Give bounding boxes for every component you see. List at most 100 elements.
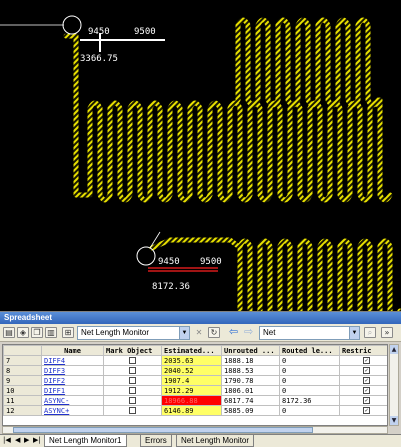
spreadsheet-toolbar: ▤ ◈ ❐ ▥ ⊞ Net Length Monitor ▼ ✕ ↻ ⇦ ⇨ N… (0, 324, 401, 342)
zoom-icon[interactable]: ⌕ (364, 327, 376, 338)
restrict-checkbox[interactable]: ✓ (339, 405, 387, 416)
trace-serpentine-bottom[interactable] (237, 238, 401, 311)
paste-icon[interactable]: ▥ (45, 327, 57, 338)
clear-icon[interactable]: ✕ (195, 328, 203, 337)
column-header[interactable] (3, 345, 42, 356)
scroll-up-icon[interactable]: ▲ (390, 345, 398, 354)
restrict-checkbox[interactable]: ✓ (339, 395, 387, 406)
restrict-checkbox[interactable]: ✓ (339, 385, 387, 396)
dim-start-value: 9450 (88, 27, 110, 37)
trace-serpentine-top[interactable] (235, 17, 381, 108)
trace-left-leader[interactable] (63, 33, 91, 198)
trace-bottom-leader[interactable] (149, 237, 241, 251)
column-header[interactable]: Restric (339, 345, 387, 356)
vertical-scrollbar[interactable]: ▲ ▼ (389, 344, 399, 426)
checkbox-icon[interactable]: ✓ (363, 367, 370, 374)
column-header[interactable]: Routed le... (279, 345, 340, 356)
net-name-link[interactable]: DIFF3 (41, 365, 104, 376)
checkbox-icon[interactable] (129, 407, 136, 414)
checkbox-icon[interactable] (129, 357, 136, 364)
row-number: 12 (3, 405, 42, 416)
net-name-link[interactable]: DIFF4 (41, 355, 104, 366)
trace-serpentine-middle[interactable] (87, 100, 393, 203)
column-header[interactable]: Name (41, 345, 104, 356)
mark-object-checkbox[interactable] (103, 395, 162, 406)
tab-errors[interactable]: Errors (140, 435, 172, 447)
prev-tab-icon[interactable]: ◀ (15, 436, 21, 444)
restrict-checkbox[interactable]: ✓ (339, 365, 387, 376)
estimated-length: 1907.4 (161, 375, 222, 386)
checkbox-icon[interactable]: ✓ (363, 377, 370, 384)
unrouted-length: 5885.09 (221, 405, 280, 416)
routed-length: 0 (279, 405, 340, 416)
forward-arrow-icon[interactable]: ⇨ (244, 325, 254, 338)
row-number: 7 (3, 355, 42, 366)
checkbox-icon[interactable] (129, 387, 136, 394)
start-marker-icon (136, 246, 156, 266)
column-header[interactable]: Unrouted ... (221, 345, 280, 356)
filter-icon[interactable]: ◈ (17, 327, 29, 338)
checkbox-icon[interactable]: ✓ (363, 397, 370, 404)
mode-select[interactable]: Net Length Monitor ▼ (77, 326, 190, 340)
chevron-down-icon[interactable]: ▼ (179, 327, 189, 339)
routed-length: 8172.36 (279, 395, 340, 406)
trace-length-readout: 8172.36 (152, 282, 190, 292)
trace-length-readout: 3366.75 (80, 54, 118, 64)
estimated-length: 1912.29 (161, 385, 222, 396)
unrouted-length: 1888.53 (221, 365, 280, 376)
copy-icon[interactable]: ❐ (31, 327, 43, 338)
first-tab-icon[interactable]: |◀ (3, 436, 11, 444)
mark-object-checkbox[interactable] (103, 375, 162, 386)
properties-icon[interactable]: ▤ (3, 327, 15, 338)
unrouted-length: 1790.78 (221, 375, 280, 386)
scroll-down-icon[interactable]: ▼ (390, 416, 398, 425)
checkbox-icon[interactable]: ✓ (363, 357, 370, 364)
routed-length: 0 (279, 385, 340, 396)
back-arrow-icon[interactable]: ⇦ (229, 325, 239, 338)
refresh-icon[interactable]: ↻ (208, 327, 220, 338)
chevron-down-icon[interactable]: ▼ (349, 327, 359, 339)
checkbox-icon[interactable] (129, 397, 136, 404)
next-tab-icon[interactable]: ▶ (24, 436, 30, 444)
net-name-link[interactable]: DIFF1 (41, 385, 104, 396)
net-name-link[interactable]: DIFF2 (41, 375, 104, 386)
net-name-link[interactable]: ASYNC+ (41, 405, 104, 416)
estimated-length: 18966.88 (161, 395, 222, 406)
dim-end-value: 9500 (134, 27, 156, 37)
checkbox-icon[interactable] (129, 367, 136, 374)
spreadsheet-grid: Name Mark Object Estimated... Unrouted .… (2, 344, 388, 426)
checkbox-icon[interactable]: ✓ (363, 407, 370, 414)
mark-object-checkbox[interactable] (103, 355, 162, 366)
row-number: 9 (3, 375, 42, 386)
mark-object-checkbox[interactable] (103, 365, 162, 376)
mode-select-value: Net Length Monitor (81, 328, 150, 337)
more-icon[interactable]: » (381, 327, 393, 338)
checkbox-icon[interactable]: ✓ (363, 387, 370, 394)
last-tab-icon[interactable]: ▶| (33, 436, 41, 444)
panel-title: Spreadsheet (0, 312, 401, 324)
column-header[interactable]: Estimated... (161, 345, 222, 356)
object-type-select[interactable]: Net ▼ (259, 326, 360, 340)
mark-object-checkbox[interactable] (103, 385, 162, 396)
tab-net-length-monitor[interactable]: Net Length Monitor (176, 435, 255, 447)
tab-net-length-monitor1[interactable]: Net Length Monitor1 (44, 435, 127, 447)
net-name-link[interactable]: ASYNC- (41, 395, 104, 406)
mark-object-checkbox[interactable] (103, 405, 162, 416)
restrict-checkbox[interactable]: ✓ (339, 375, 387, 386)
checkbox-icon[interactable] (129, 377, 136, 384)
horizontal-scrollbar[interactable] (2, 426, 388, 434)
unrouted-length: 6817.74 (221, 395, 280, 406)
column-header[interactable]: Mark Object (103, 345, 162, 356)
sort-icon[interactable]: ⊞ (62, 327, 74, 338)
restrict-checkbox[interactable]: ✓ (339, 355, 387, 366)
estimated-length: 6146.89 (161, 405, 222, 416)
scroll-thumb[interactable] (13, 427, 313, 433)
